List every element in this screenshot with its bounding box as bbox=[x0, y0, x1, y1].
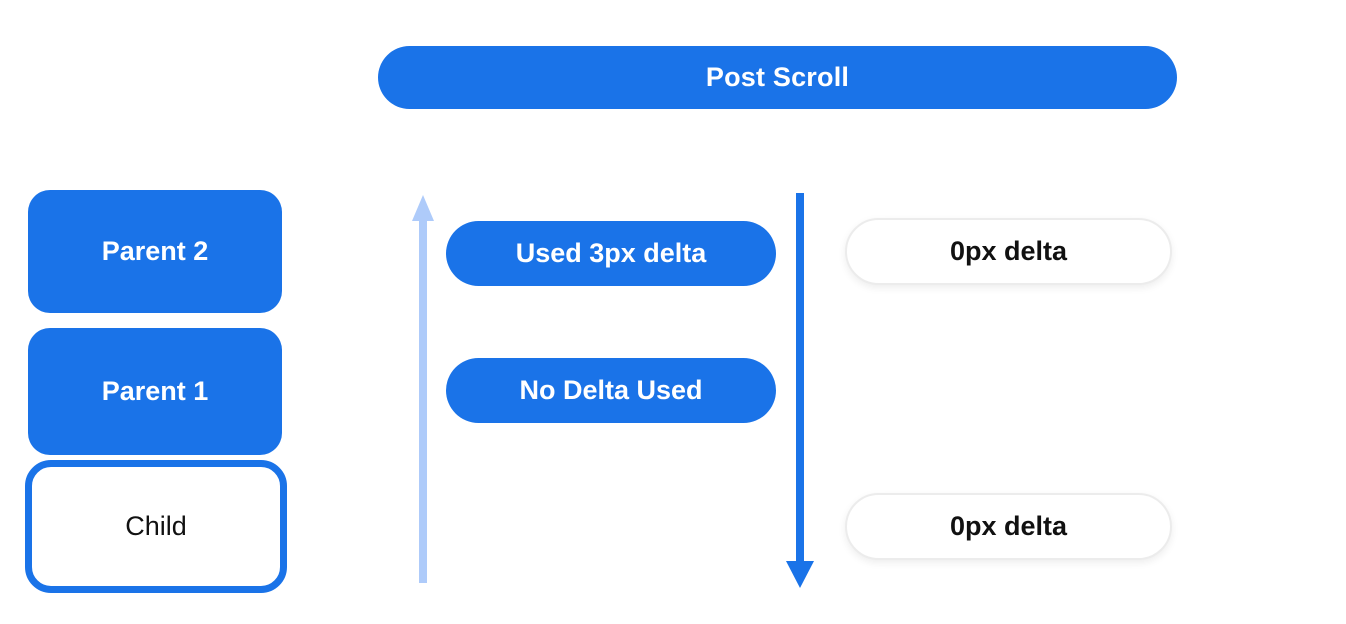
down-arrow-icon bbox=[786, 561, 814, 588]
zero-delta-top-label: 0px delta bbox=[949, 236, 1068, 266]
up-arrow-shaft bbox=[419, 218, 427, 583]
parent1-box: Parent 1 bbox=[28, 328, 282, 455]
post-scroll-label: Post Scroll bbox=[705, 62, 850, 92]
used-delta-pill: Used 3px delta bbox=[446, 221, 776, 286]
parent1-label: Parent 1 bbox=[101, 376, 209, 406]
child-label: Child bbox=[125, 511, 187, 541]
zero-delta-top-pill: 0px delta bbox=[845, 218, 1172, 285]
parent2-box: Parent 2 bbox=[28, 190, 282, 313]
zero-delta-bottom-pill: 0px delta bbox=[845, 493, 1172, 560]
no-delta-used-pill: No Delta Used bbox=[446, 358, 776, 423]
used-delta-label: Used 3px delta bbox=[515, 238, 707, 268]
no-delta-used-label: No Delta Used bbox=[519, 375, 703, 405]
up-arrow-icon bbox=[412, 195, 434, 221]
child-box: Child bbox=[25, 460, 287, 593]
down-arrow-shaft bbox=[796, 193, 804, 562]
post-scroll-banner: Post Scroll bbox=[378, 46, 1177, 109]
parent2-label: Parent 2 bbox=[101, 236, 209, 266]
zero-delta-bottom-label: 0px delta bbox=[949, 511, 1068, 541]
